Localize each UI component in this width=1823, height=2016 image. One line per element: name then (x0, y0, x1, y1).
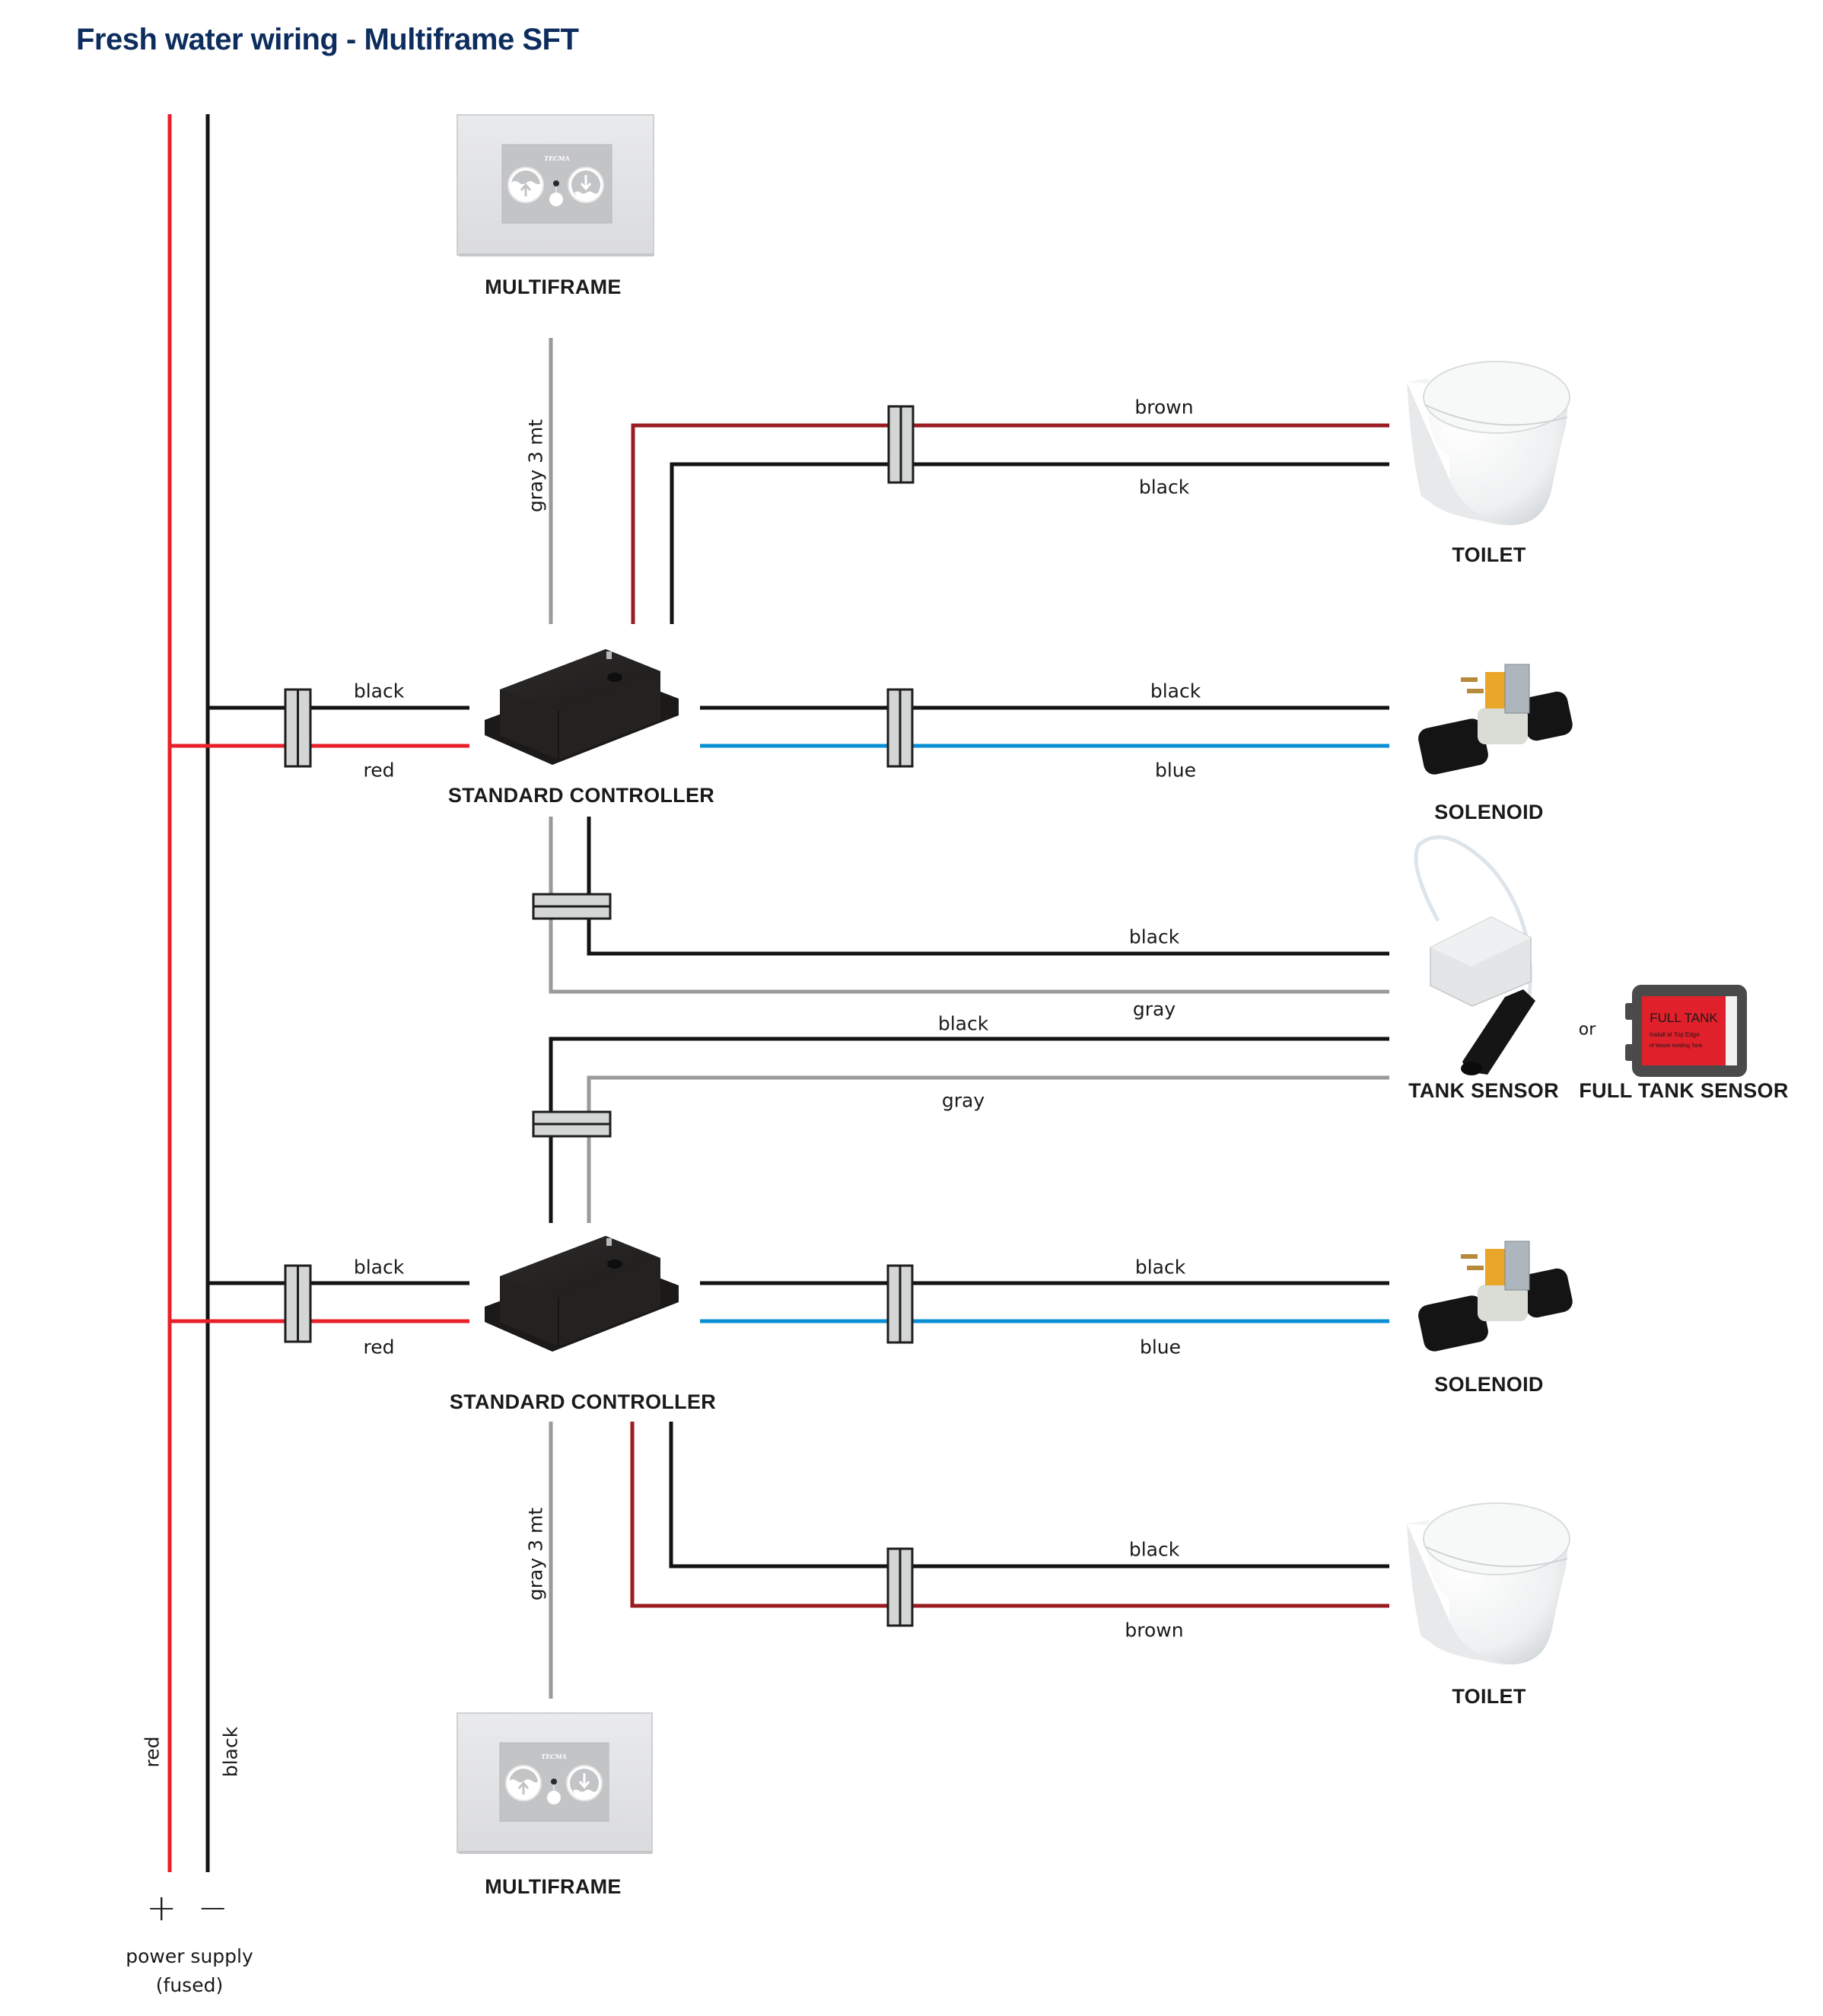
full-tank-sensor-image: FULL TANK Install at Top Edge of Waste H… (1625, 985, 1747, 1077)
controller-bottom-label: STANDARD CONTROLLER (449, 1390, 717, 1413)
toilet-top-image (1407, 361, 1570, 525)
wire-label-sensor-top-gray: gray (1132, 998, 1176, 1021)
solenoid-bottom-wiring (700, 1264, 1389, 1344)
wire-black (587, 817, 1389, 956)
power-branch-bottom (170, 1264, 469, 1343)
wire-label-solenoid-bottom-black: black (1134, 1256, 1186, 1279)
tank-sensor-label: TANK SENSOR (1408, 1079, 1559, 1102)
wire-label-solenoid-bottom-blue: blue (1139, 1336, 1182, 1358)
wire-label-toilet-bottom-black: black (1128, 1538, 1180, 1561)
toilet-bottom-label: TOILET (1452, 1685, 1526, 1708)
power-branch-top (170, 688, 469, 768)
wire-brown (631, 423, 1389, 624)
wire-label-solenoid-top-black: black (1150, 680, 1201, 702)
wire-black (549, 1037, 1389, 1223)
tank-indicator-icon (549, 193, 563, 206)
wire-label-power-top-red: red (363, 759, 395, 782)
polarity-symbols: + − (146, 1887, 233, 1929)
multiframe-brand: TECMA (544, 154, 569, 162)
wire-brown (630, 1422, 1389, 1608)
multiframe-bottom-label: MULTIFRAME (485, 1875, 622, 1898)
or-separator: or (1578, 1020, 1596, 1040)
multiframe-top-label: MULTIFRAME (485, 275, 622, 298)
multiframe-brand: TECMA (541, 1753, 566, 1760)
solenoid-top-image (1418, 664, 1573, 775)
wire-label-power-bottom-black: black (353, 1256, 405, 1279)
connector-block (886, 1264, 914, 1344)
toilet-bottom-wiring (630, 1422, 1389, 1627)
solenoid-top-wiring (700, 688, 1389, 768)
toilet-bottom-image (1407, 1502, 1570, 1664)
full-tank-sensor-label: FULL TANK SENSOR (1579, 1079, 1789, 1102)
full-tank-sticker-line1: Install at Top Edge (1650, 1031, 1700, 1038)
power-bus (167, 114, 210, 1872)
toilet-top-wiring (631, 405, 1389, 624)
led-indicator-icon (551, 1779, 557, 1785)
wire-black (669, 1422, 1389, 1569)
wire-label-power-red: red (141, 1736, 164, 1768)
toilet-top-label: TOILET (1452, 543, 1526, 566)
controller-top-label: STANDARD CONTROLLER (447, 784, 715, 807)
connector-block (886, 1547, 914, 1627)
tank-sensor-image (1414, 835, 1535, 1075)
controller-top-image (485, 649, 679, 765)
wire-label-sensor-bottom-gray: gray (941, 1089, 985, 1112)
solenoid-bottom-label: SOLENOID (1434, 1373, 1544, 1396)
wire-gray (549, 817, 1389, 994)
full-tank-sticker-line2: of Waste Holding Tank (1650, 1043, 1703, 1049)
wire-label-multiframe-bottom-cable: gray 3 mt (524, 1507, 547, 1601)
connector-block (886, 688, 914, 768)
connector-block (532, 1110, 612, 1138)
power-supply-label: power supply (fused) (126, 1942, 253, 2000)
wire-label-power-top-black: black (353, 680, 405, 702)
connector-block (284, 1264, 312, 1343)
wire-label-toilet-bottom-brown: brown (1125, 1619, 1184, 1642)
connector-block (532, 893, 612, 920)
sensor-bottom-wiring (532, 1037, 1389, 1223)
wire-label-power-bottom-red: red (363, 1336, 395, 1358)
controller-bottom-image (485, 1236, 679, 1352)
wire-gray (587, 1075, 1389, 1223)
power-supply-line2: (fused) (155, 1974, 224, 1996)
led-indicator-icon (553, 180, 559, 186)
wire-label-toilet-top-black: black (1138, 476, 1190, 498)
sensor-top-wiring (532, 817, 1389, 994)
wire-label-toilet-top-brown: brown (1134, 396, 1194, 419)
wire-label-sensor-top-black: black (1128, 925, 1180, 948)
page-title: Fresh water wiring - Multiframe SFT (76, 23, 579, 56)
wire-label-sensor-bottom-black: black (937, 1012, 989, 1035)
wire-black (670, 462, 1389, 624)
connector-block (284, 688, 312, 768)
connector-block (887, 405, 915, 484)
solenoid-top-label: SOLENOID (1434, 801, 1544, 823)
wire-label-solenoid-top-blue: blue (1154, 759, 1197, 782)
wire-label-power-black: black (219, 1726, 242, 1778)
full-tank-sticker-title: FULL TANK (1650, 1011, 1718, 1025)
multiframe-top-image: TECMA (457, 114, 654, 256)
power-supply-line1: power supply (126, 1945, 253, 1967)
multiframe-bottom-image: TECMA (457, 1712, 653, 1854)
solenoid-bottom-image (1418, 1240, 1573, 1352)
wire-label-multiframe-top-cable: gray 3 mt (524, 419, 547, 513)
tank-indicator-icon (547, 1791, 561, 1804)
